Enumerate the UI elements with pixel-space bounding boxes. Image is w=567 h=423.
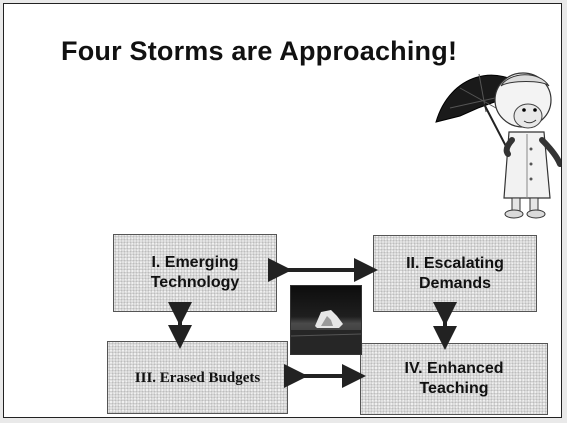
node-label: II. Escalating Demands (406, 254, 504, 292)
node-emerging-technology: I. Emerging Technology (113, 234, 277, 312)
node-label: I. Emerging Technology (150, 254, 240, 291)
umbrella-figure-clipart (435, 72, 561, 219)
node-erased-budgets: III. Erased Budgets (107, 341, 288, 414)
figure-body (494, 72, 561, 219)
slide-title: Four Storms are Approaching! (61, 36, 458, 66)
node-escalating-demands: II. Escalating Demands (373, 235, 537, 312)
iceberg-icon (291, 310, 361, 354)
slide: Four Storms are Approaching! (3, 3, 562, 418)
node-label: III. Erased Budgets (134, 369, 261, 386)
connectors (168, 258, 457, 388)
iceberg-photo (290, 285, 362, 355)
node-label: IV. Enhanced Teaching (404, 360, 504, 397)
